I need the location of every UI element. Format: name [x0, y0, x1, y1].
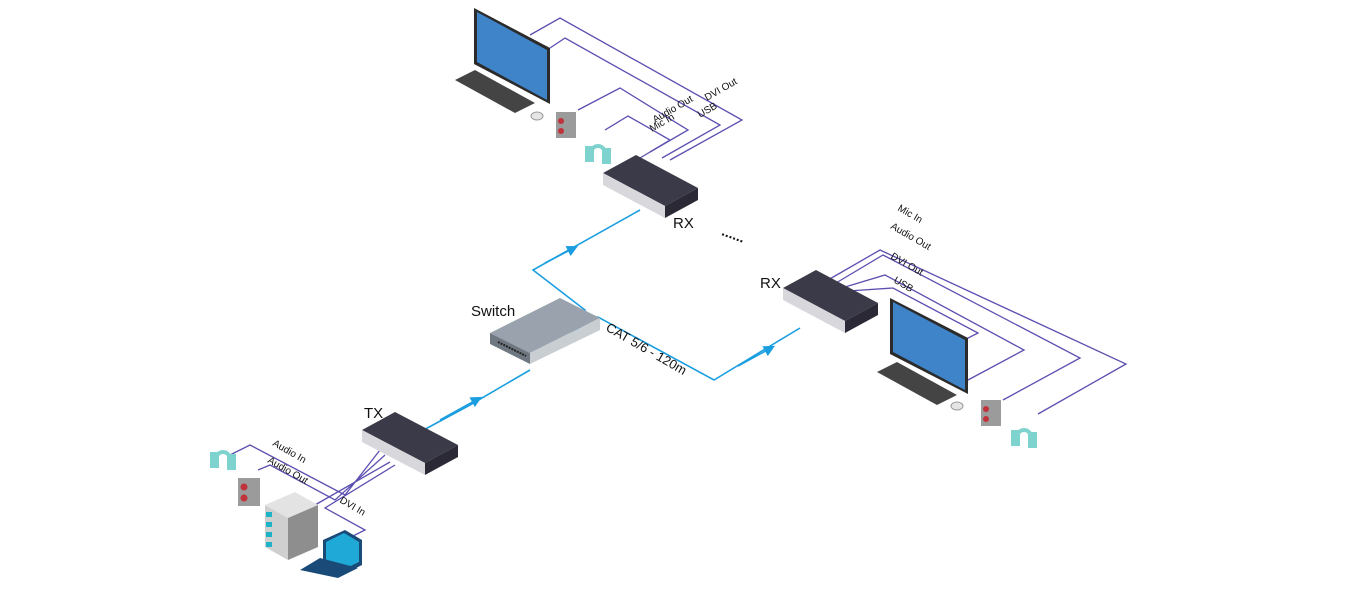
- tx-device[interactable]: [362, 412, 458, 475]
- arrow-to-rx-right: [737, 345, 775, 367]
- rx-top-label: RX: [673, 215, 694, 232]
- right-keyboard: [877, 362, 957, 405]
- cable-length-label: CAT 5/6 - 120m: [604, 320, 690, 378]
- more-receivers-ellipsis: ......: [720, 223, 747, 246]
- rx-right-port-dvi-out: DVI Out: [889, 251, 925, 278]
- rx-top-device[interactable]: [603, 155, 698, 218]
- cable-tx-dvi-in-laptop: [323, 464, 396, 541]
- top-headphone-icon: [585, 144, 611, 164]
- network-cables: [404, 209, 801, 452]
- top-mouse: [530, 111, 544, 121]
- arrow-to-rx-top: [544, 245, 578, 264]
- rx-top-port-dvi-out: DVI Out: [703, 76, 739, 103]
- network-switch[interactable]: [490, 298, 600, 364]
- right-headphone-icon: [1011, 428, 1037, 448]
- cable-rx-top-usb: [549, 37, 722, 159]
- tx-label: TX: [364, 405, 383, 422]
- rx-right-label: RX: [760, 275, 781, 292]
- right-speaker: [981, 400, 1001, 426]
- rx-right-port-audio-out: Audio Out: [889, 221, 933, 253]
- cable-rx-top-mic-in: [604, 115, 672, 159]
- rx-right-port-labels: Mic In Audio Out DVI Out USB: [889, 203, 933, 295]
- top-monitor: [474, 8, 550, 104]
- cable-tx-audio-out: [257, 454, 386, 501]
- cable-rx-right-audio-out: [835, 254, 1082, 401]
- switch-label: Switch: [471, 303, 515, 320]
- rx-right-port-usb: USB: [892, 275, 916, 295]
- av-cables: [229, 17, 1128, 541]
- rx-top-port-labels: DVI Out USB Audio Out Mic In: [648, 76, 739, 134]
- cable-tx-audio-in: [229, 444, 381, 496]
- rx-right-device[interactable]: [783, 270, 878, 333]
- cable-tx-dvi-in-server: [314, 461, 391, 506]
- right-monitor: [890, 298, 968, 394]
- tx-port-dvi-in: DVI In: [338, 495, 368, 518]
- laptop: [300, 530, 362, 578]
- top-keyboard: [455, 70, 535, 113]
- tx-headphone-icon: [210, 450, 236, 470]
- right-mouse: [950, 401, 964, 411]
- cable-rx-right-dvi-out: [844, 274, 1026, 381]
- server-tower: [265, 492, 318, 560]
- cable-rx-right-mic-in: [827, 249, 1128, 415]
- top-speaker: [556, 112, 576, 138]
- arrow-tx-to-switch: [439, 396, 482, 421]
- rx-right-port-mic-in: Mic In: [896, 203, 925, 226]
- tx-speaker: [238, 478, 260, 506]
- cable-rx-top-dvi-out: [529, 17, 744, 161]
